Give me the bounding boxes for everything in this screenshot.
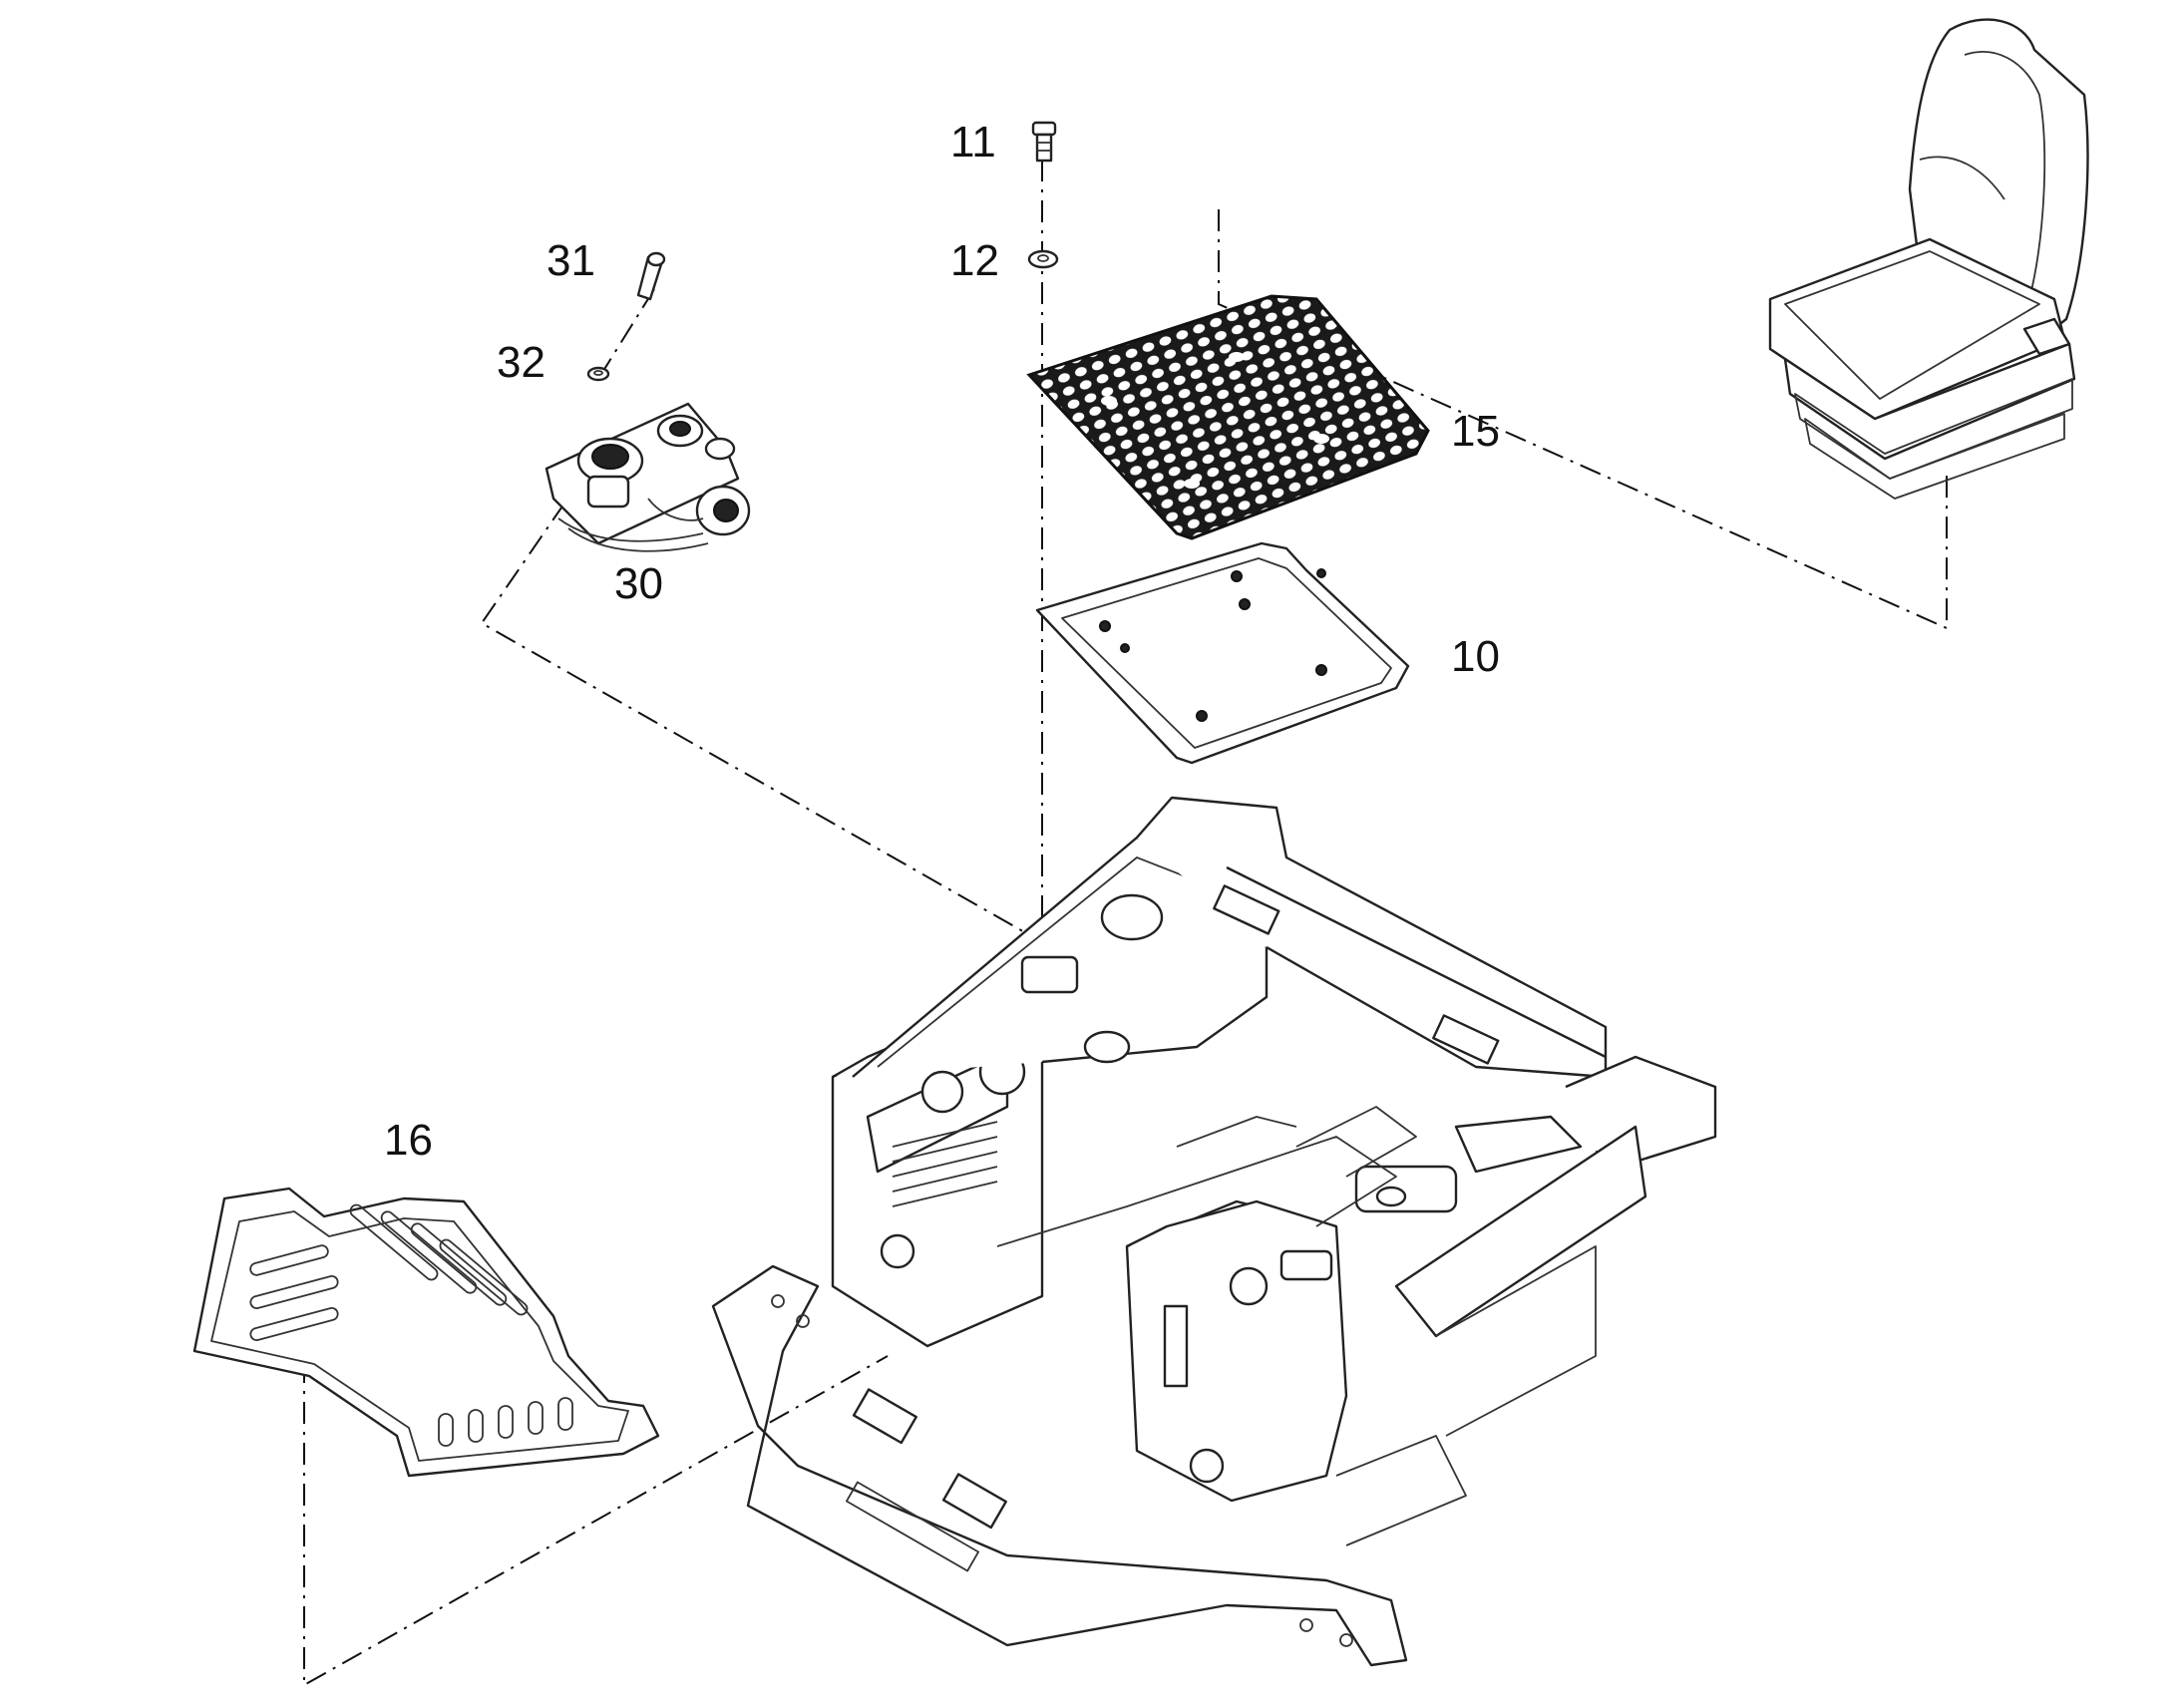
mounting-plate-10: [1035, 541, 1410, 765]
screw-31: [636, 251, 666, 301]
leader-seat-to-plate: [1218, 209, 1948, 630]
callout-12: 12: [950, 236, 999, 285]
mat-slots: [249, 1203, 573, 1447]
callout-32: 32: [497, 338, 545, 387]
cab-base-frame: [711, 796, 1717, 1667]
callout-31: 31: [546, 236, 595, 285]
leader-switch-panel-to-frame: [480, 468, 1043, 943]
callout-15: 15: [1451, 407, 1500, 456]
operator-seat: [1768, 18, 2089, 500]
callout-10: 10: [1451, 632, 1500, 681]
switch-panel-30: [545, 402, 751, 552]
washer-32: [586, 366, 610, 382]
callout-16: 16: [384, 1116, 433, 1165]
washer-12: [1027, 249, 1059, 269]
left-vent-grille: [892, 1121, 998, 1207]
leader-bolt-31: [597, 288, 655, 380]
callout-30: 30: [614, 559, 663, 608]
callout-11: 11: [950, 118, 996, 167]
callout-labels: 11 12 31 32 30 15 10 16: [384, 118, 1500, 1165]
floor-mat-16: [192, 1187, 660, 1478]
seat-mat-15: [1026, 294, 1430, 540]
bolt-11: [1031, 121, 1057, 163]
